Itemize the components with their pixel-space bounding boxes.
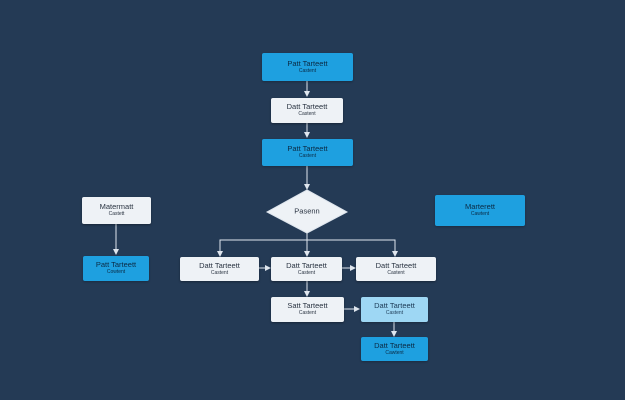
node-right-blue: Marterett Cawtent — [435, 195, 525, 226]
node-title: Datt Tarteett — [374, 340, 415, 350]
node-subtitle: Cowtent — [106, 269, 126, 276]
node-title: Patt Tarteett — [95, 260, 137, 270]
node-title: Satt Tarteett — [287, 301, 328, 311]
node-subtitle: Castent — [387, 269, 405, 276]
node-subtitle: Castett — [108, 211, 125, 218]
decision-diamond — [265, 189, 349, 234]
node-lower-white: Satt Tarteett Castent — [271, 297, 344, 322]
node-title: Datt Tarteett — [286, 102, 328, 112]
node-subtitle: Cawtent — [385, 349, 404, 356]
node-title: Datt Tarteett — [374, 301, 415, 311]
node-title: Datt Tarteett — [286, 260, 327, 270]
node-left-white: Matermatt Castett — [82, 197, 151, 224]
node-title: Patt Tarteett — [287, 144, 328, 154]
node-title: Patt Tarteett — [287, 58, 328, 68]
node-subtitle: Castent — [297, 269, 316, 276]
node-subtitle: Castent — [298, 111, 316, 118]
node-row-mid: Datt Tarteett Castent — [271, 257, 342, 281]
node-bottom-blue: Datt Tarteett Cawtent — [361, 337, 428, 361]
node-subtitle: Castent — [385, 310, 404, 317]
node-top-blue: Patt Tarteett Castent — [262, 53, 353, 81]
node-left-blue: Patt Tarteett Cowtent — [83, 256, 149, 281]
node-lower-light: Datt Tarteett Castent — [361, 297, 428, 322]
node-third-blue: Patt Tarteett Castent — [262, 139, 353, 166]
node-subtitle: Cawtent — [470, 211, 490, 218]
node-title: Marterett — [464, 202, 495, 212]
node-second-white: Datt Tarteett Castent — [271, 98, 343, 123]
node-subtitle: Castent — [298, 310, 317, 317]
node-subtitle: Castent — [210, 269, 229, 276]
node-title: Matermatt — [99, 202, 134, 212]
decision-label: Pasenn — [294, 206, 320, 216]
node-row-right: Datt Tarteett Castent — [356, 257, 436, 281]
node-subtitle: Castent — [298, 67, 317, 74]
node-title: Datt Tarteett — [199, 260, 240, 270]
node-row-left: Datt Tarteett Castent — [180, 257, 259, 281]
node-title: Datt Tarteett — [375, 260, 417, 270]
node-subtitle: Castent — [298, 153, 317, 160]
